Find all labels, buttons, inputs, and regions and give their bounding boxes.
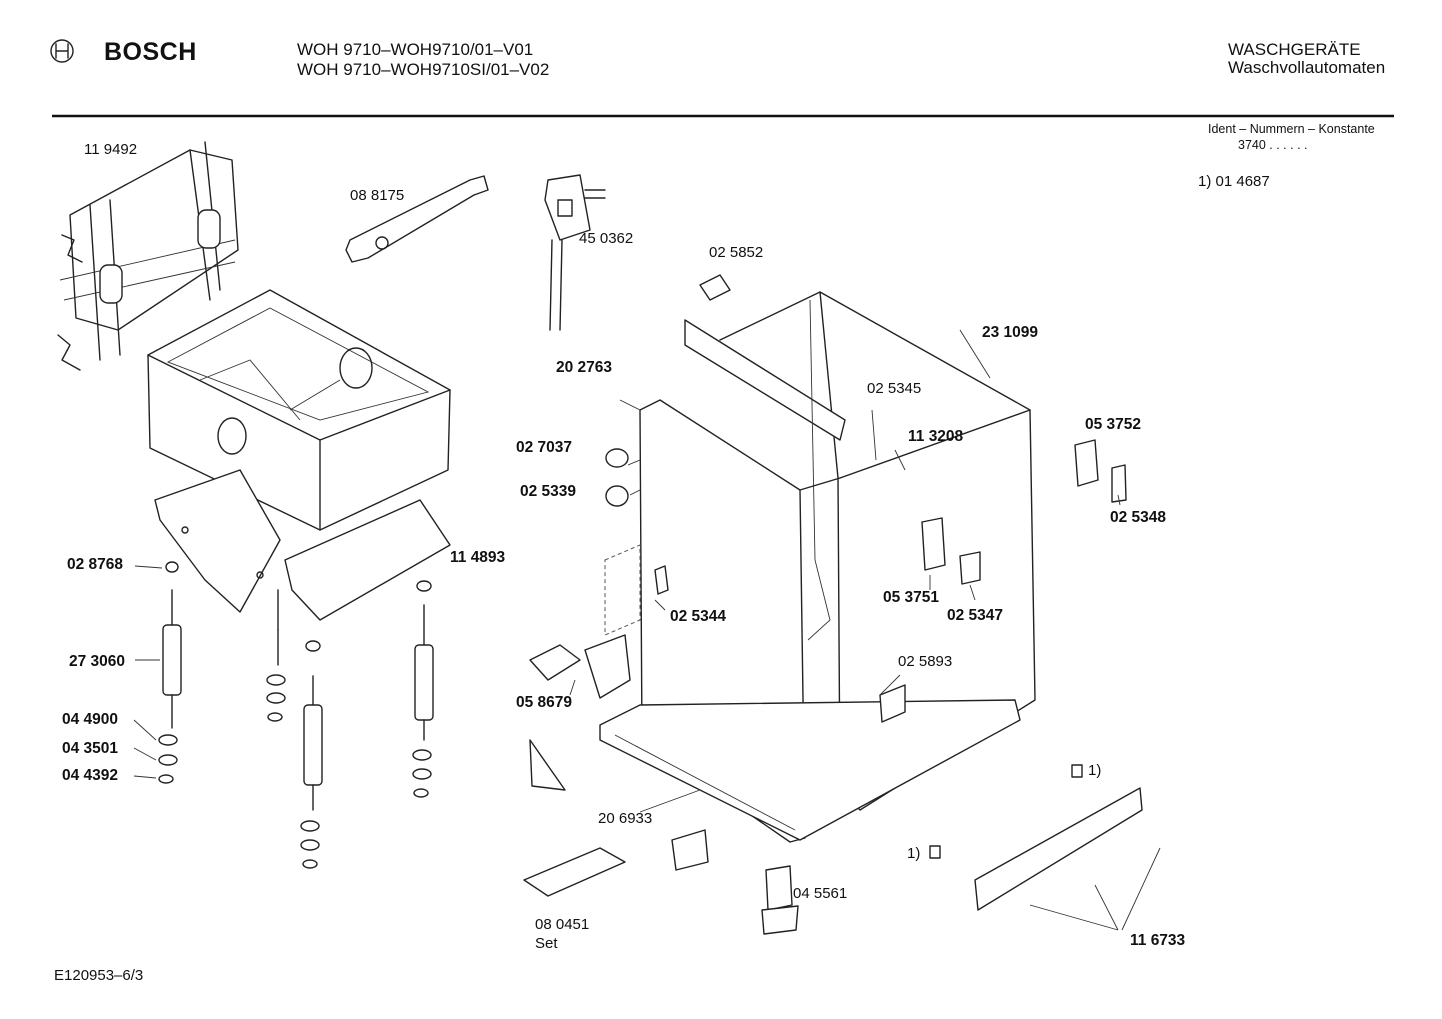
part-label: 02 5347 bbox=[947, 607, 1004, 624]
mains-plug-drawing bbox=[544, 174, 606, 331]
part-label: 08 0451 bbox=[535, 916, 590, 933]
part-label: 11 3208 bbox=[908, 428, 964, 445]
wrench-drawing bbox=[345, 175, 489, 263]
part-label: 02 7037 bbox=[516, 439, 573, 456]
part-label: 20 6933 bbox=[598, 810, 653, 827]
part-label: Set bbox=[535, 935, 558, 952]
part-label: 11 4893 bbox=[450, 549, 506, 566]
part-label: 04 4900 bbox=[62, 711, 119, 728]
bosch-logo-icon bbox=[50, 39, 74, 63]
part-label: 02 8768 bbox=[67, 556, 124, 573]
small-parts-drawing bbox=[133, 274, 1161, 935]
brand-name: BOSCH bbox=[104, 38, 197, 66]
part-label: 05 3751 bbox=[883, 589, 940, 606]
part-label: 27 3060 bbox=[69, 653, 126, 670]
part-label: 45 0362 bbox=[579, 230, 634, 247]
part-label: 23 1099 bbox=[982, 324, 1039, 341]
ident-value: 3740 . . . . . . bbox=[1238, 138, 1308, 152]
part-label: 02 5852 bbox=[709, 244, 764, 261]
part-label: 02 5345 bbox=[867, 380, 922, 397]
category-title: WASCHGERÄTE bbox=[1228, 40, 1361, 59]
part-label: 05 8679 bbox=[516, 694, 573, 711]
subcategory-title: Waschvollautomaten bbox=[1228, 58, 1386, 77]
part-label: 1) bbox=[1088, 762, 1102, 779]
detergent-housing-drawing bbox=[147, 289, 451, 621]
part-label: 11 6733 bbox=[1130, 932, 1186, 949]
part-label: 04 3501 bbox=[62, 740, 119, 757]
part-label: 02 5339 bbox=[520, 483, 577, 500]
part-label: 04 4392 bbox=[62, 767, 119, 784]
model-line-1: WOH 9710–WOH9710/01–V01 bbox=[297, 40, 534, 59]
part-label: 05 3752 bbox=[1085, 416, 1142, 433]
part-label: 08 8175 bbox=[350, 187, 405, 204]
ident-title: Ident – Nummern – Konstante bbox=[1208, 122, 1375, 136]
shock-absorbers-drawing bbox=[158, 561, 434, 869]
part-label: 1) bbox=[907, 845, 921, 862]
part-label: 02 5344 bbox=[670, 608, 727, 625]
part-label: 04 5561 bbox=[793, 885, 848, 902]
ident-footnote: 1) 01 4687 bbox=[1198, 173, 1270, 190]
transport-frame-drawing bbox=[57, 141, 239, 371]
part-label: 11 9492 bbox=[84, 141, 138, 158]
drawing-number: E120953–6/3 bbox=[54, 967, 144, 984]
part-label: 02 5348 bbox=[1110, 509, 1167, 526]
model-line-2: WOH 9710–WOH9710SI/01–V02 bbox=[297, 60, 550, 79]
part-label: 20 2763 bbox=[556, 359, 613, 376]
part-label: 02 5893 bbox=[898, 653, 953, 670]
